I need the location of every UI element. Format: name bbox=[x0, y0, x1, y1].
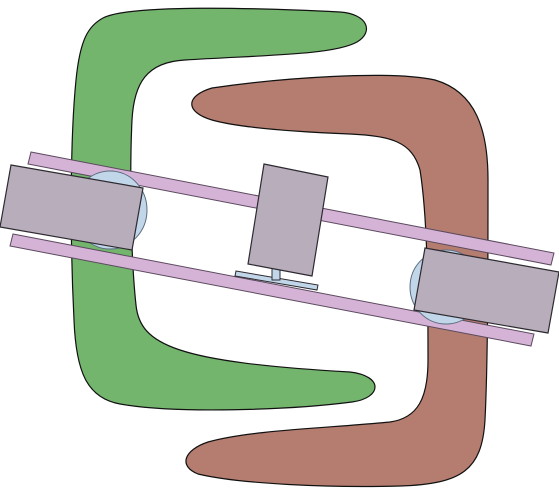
green-bracket bbox=[70, 7, 376, 411]
lower-rail bbox=[9, 233, 535, 347]
left-carriage-block bbox=[0, 164, 144, 251]
right-carriage-block bbox=[413, 247, 559, 334]
center-block bbox=[247, 163, 329, 277]
